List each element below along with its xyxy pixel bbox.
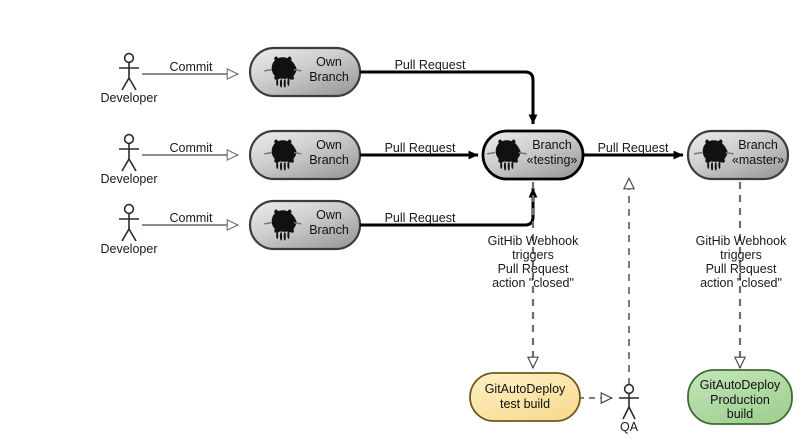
branch-node-own-3 bbox=[248, 199, 362, 251]
actor-label-developer-2: Developer bbox=[100, 172, 158, 186]
octocat-icon bbox=[264, 139, 302, 171]
branch-node-own-2 bbox=[248, 129, 362, 181]
branch-node-testing bbox=[481, 129, 585, 181]
octocat-icon bbox=[486, 139, 527, 171]
pull-request-edge-3 bbox=[360, 187, 538, 227]
octocat-icon bbox=[264, 209, 302, 241]
branch-node-own-1 bbox=[248, 46, 362, 98]
actor-label-developer-3: Developer bbox=[100, 242, 158, 256]
octocat-icon bbox=[264, 56, 302, 88]
actor-label-qa: QA bbox=[619, 420, 639, 434]
actor-developer-3 bbox=[119, 203, 139, 242]
octocat-icon bbox=[693, 139, 734, 171]
pull-request-edge-1 bbox=[360, 70, 538, 125]
branch-node-master bbox=[686, 129, 790, 181]
deploy-node-production-build bbox=[687, 369, 793, 425]
actor-developer-1 bbox=[119, 52, 139, 91]
actor-label-developer-1: Developer bbox=[100, 91, 158, 105]
actor-qa bbox=[619, 383, 639, 420]
actor-developer-2 bbox=[119, 133, 139, 172]
deploy-node-test-build bbox=[469, 372, 581, 422]
